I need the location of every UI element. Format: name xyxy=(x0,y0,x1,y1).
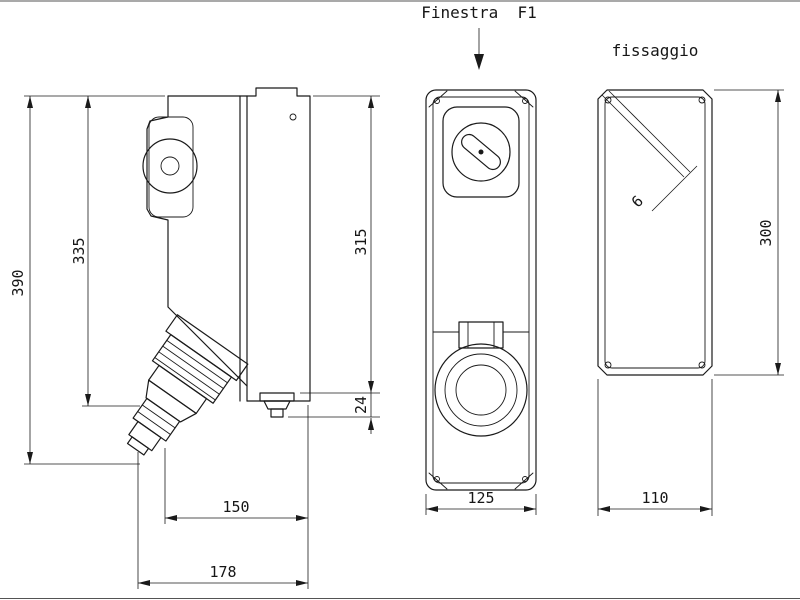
enclosure-body-side xyxy=(146,87,311,402)
dim-24-label: 24 xyxy=(352,396,370,414)
dim-125-label: 125 xyxy=(467,489,494,507)
fixing-label: fissaggio xyxy=(612,41,699,60)
gland-plug-side xyxy=(259,392,295,418)
dim-315: 315 xyxy=(300,95,380,394)
dim-125: 125 xyxy=(425,489,537,515)
dim-390-label: 390 xyxy=(9,269,27,296)
dimensions: 390 335 315 24 150 xyxy=(9,89,784,589)
dim-390: 390 xyxy=(9,95,165,465)
switch-window xyxy=(442,106,520,198)
front-outer-shell xyxy=(425,89,537,491)
dim-178: 178 xyxy=(137,452,308,589)
socket-tip xyxy=(126,436,150,456)
dim-110: 110 xyxy=(597,379,713,516)
corner-lugs xyxy=(428,90,534,490)
socket-side xyxy=(126,314,249,456)
down-arrow-icon xyxy=(474,28,484,70)
window-annotation: Finestra F1 xyxy=(421,3,537,70)
fixing-view xyxy=(597,89,713,376)
socket-flange xyxy=(165,314,249,382)
dim-335: 335 xyxy=(70,96,140,407)
socket-ribs xyxy=(154,339,228,401)
socket-front xyxy=(432,321,530,437)
knob-handle xyxy=(461,133,501,171)
socket-rings xyxy=(137,404,176,435)
dim-178-label: 178 xyxy=(209,563,236,581)
dim-150-label: 150 xyxy=(222,498,249,516)
screw-hole-side xyxy=(289,113,297,121)
switch-housing-side xyxy=(142,116,198,218)
dim-315-label: 315 xyxy=(352,228,370,255)
fixing-holes xyxy=(604,96,706,369)
dim-6-hole: 6 xyxy=(601,90,698,212)
dim-24: 24 xyxy=(288,393,380,434)
dim-150: 150 xyxy=(164,405,309,589)
dim-6-label: 6 xyxy=(628,192,647,211)
side-view xyxy=(126,87,311,456)
window-label: Finestra F1 xyxy=(421,3,537,22)
dim-110-label: 110 xyxy=(641,489,668,507)
dim-300-label: 300 xyxy=(757,219,775,246)
front-lid xyxy=(432,96,530,484)
dim-300: 300 xyxy=(714,89,784,376)
front-view xyxy=(425,89,537,491)
dim-335-label: 335 xyxy=(70,237,88,264)
fixing-plate-outline xyxy=(597,89,713,376)
fixing-plate-inner xyxy=(604,96,706,369)
rotary-knob xyxy=(451,122,511,182)
knob-side xyxy=(142,138,198,194)
